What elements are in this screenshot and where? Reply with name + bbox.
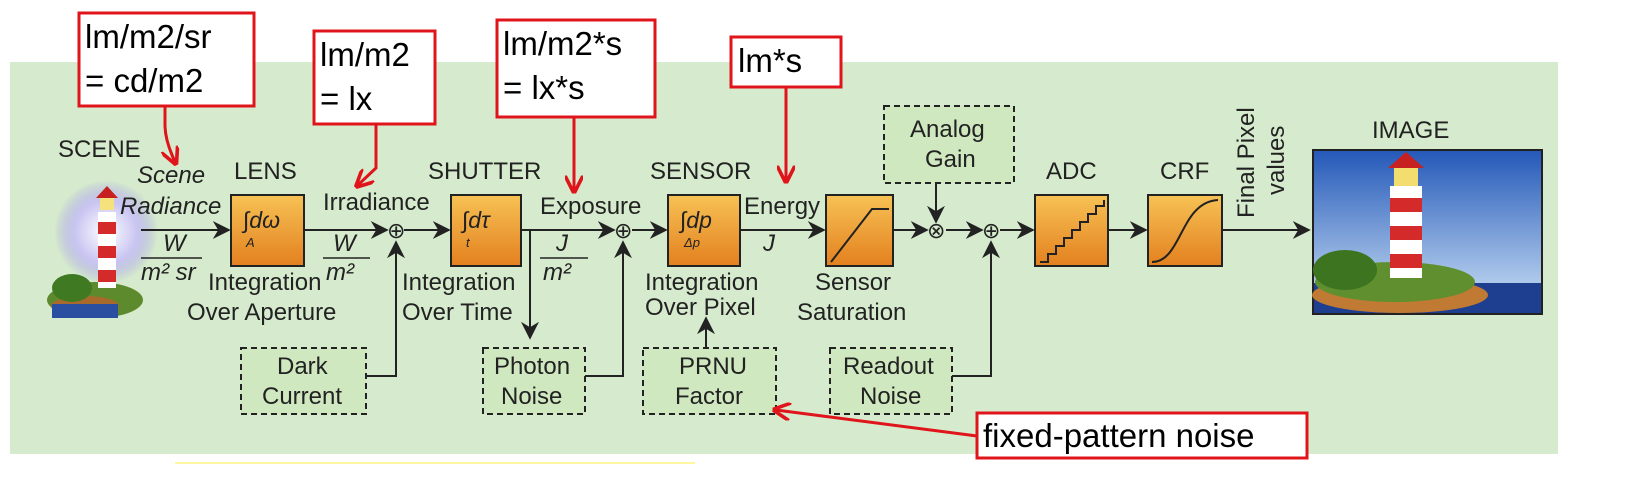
- stage-image-label: IMAGE: [1372, 117, 1449, 144]
- dark-current-label-1: Dark: [277, 353, 329, 380]
- scene-radiance-label-2: Radiance: [120, 193, 221, 220]
- scene-radiance-label-1: Scene: [137, 162, 205, 189]
- annotation-radiance-line-1: lm/m2/sr: [85, 18, 212, 55]
- annotation-fixed-pattern-text: fixed-pattern noise: [983, 417, 1255, 454]
- irradiance-unit-den: m²: [326, 259, 355, 286]
- sensor-caption-1: Integration: [645, 269, 758, 296]
- annotation-exposure: lm/m2*s = lx*s: [495, 18, 657, 190]
- prnu-factor-box: PRNU Factor: [642, 347, 777, 415]
- photon-noise-label-1: Photon: [494, 353, 570, 380]
- stage-sensor-label: SENSOR: [650, 158, 751, 185]
- photon-noise-label-2: Noise: [501, 383, 562, 410]
- shutter-caption-1: Integration: [402, 269, 515, 296]
- irradiance-unit-num: W: [333, 230, 358, 257]
- exposure-unit-num: J: [555, 230, 569, 257]
- irradiance-label: Irradiance: [323, 189, 430, 216]
- readout-noise-box: Readout Noise: [829, 347, 953, 415]
- stage-shutter-label: SHUTTER: [428, 158, 541, 185]
- dark-current-box: Dark Current: [240, 347, 367, 415]
- analog-gain-box: Analog Gain: [883, 105, 1015, 184]
- lens-formula: ∫dω: [241, 207, 280, 234]
- lens-formula-sub: A: [245, 235, 255, 250]
- scene-lighthouse-image: [47, 180, 158, 318]
- adc-block: [1034, 194, 1109, 267]
- sensor-formula-sub: Δp: [683, 235, 700, 250]
- sum-operator-3: ⊕: [982, 218, 1000, 243]
- radiance-unit-num: W: [163, 230, 188, 257]
- stage-lens-label: LENS: [234, 158, 297, 185]
- prnu-label-2: Factor: [675, 383, 743, 410]
- annotation-irradiance-line-1: lm/m2: [320, 36, 410, 73]
- product-operator: ⊗: [927, 218, 945, 243]
- annotation-energy-text: lm*s: [738, 42, 802, 79]
- annotation-energy: lm*s: [729, 35, 843, 180]
- faint-yellow-line: [175, 462, 695, 464]
- sensor-block: ∫dp Δp: [667, 194, 741, 267]
- exposure-label: Exposure: [540, 193, 641, 220]
- annotation-exposure-line-1: lm/m2*s: [503, 25, 622, 62]
- shutter-caption-2: Over Time: [402, 299, 513, 326]
- crf-block: [1147, 194, 1223, 267]
- photon-noise-box: Photon Noise: [482, 347, 586, 415]
- sum-operator-2: ⊕: [614, 218, 632, 243]
- exposure-unit-den: m²: [543, 259, 572, 286]
- annotation-radiance-line-2: = cd/m2: [85, 62, 203, 99]
- output-lighthouse-image: [1312, 149, 1543, 315]
- annotation-radiance: lm/m2/sr = cd/m2: [77, 11, 256, 162]
- stage-scene-label: SCENE: [58, 136, 141, 163]
- readout-noise-label-2: Noise: [860, 383, 921, 410]
- stage-adc-label: ADC: [1046, 158, 1097, 185]
- final-pixel-label-1: Final Pixel: [1233, 107, 1260, 218]
- annotation-exposure-line-2: = lx*s: [503, 69, 585, 106]
- readout-noise-label-1: Readout: [843, 353, 934, 380]
- shutter-block: ∫dτ t: [450, 194, 522, 267]
- annotation-irradiance: lm/m2 = lx: [312, 29, 437, 185]
- analog-gain-label-2: Gain: [925, 146, 976, 173]
- noise-connectors: [366, 183, 1000, 377]
- dark-current-label-2: Current: [262, 383, 342, 410]
- prnu-label-1: PRNU: [679, 353, 747, 380]
- lens-block: ∫dω A: [230, 194, 305, 267]
- sensor-formula: ∫dp: [678, 207, 712, 234]
- final-pixel-label-2: values: [1263, 126, 1290, 195]
- saturation-caption-1: Sensor: [815, 269, 891, 296]
- shutter-formula-sub: t: [466, 235, 471, 250]
- sensor-caption-2: Over Pixel: [645, 294, 756, 321]
- saturation-caption-2: Saturation: [797, 299, 906, 326]
- saturation-block: [825, 194, 894, 267]
- stage-crf-label: CRF: [1160, 158, 1209, 185]
- lens-caption-1: Integration: [208, 269, 321, 296]
- energy-label: Energy: [744, 193, 820, 220]
- energy-unit: J: [762, 230, 776, 257]
- annotation-irradiance-line-2: = lx: [320, 80, 373, 117]
- annotation-fixed-pattern: fixed-pattern noise: [776, 410, 1309, 460]
- shutter-formula: ∫dτ: [460, 207, 491, 234]
- radiance-unit-den: m² sr: [141, 259, 197, 286]
- analog-gain-label-1: Analog: [910, 116, 985, 143]
- sum-operator-1: ⊕: [387, 218, 405, 243]
- lens-caption-2: Over Aperture: [187, 299, 336, 326]
